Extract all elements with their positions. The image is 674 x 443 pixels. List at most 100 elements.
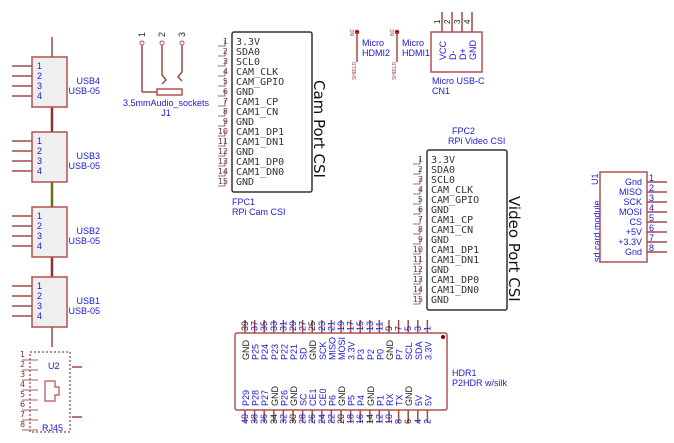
header-pin-number: 21	[326, 321, 336, 331]
fpc1-ref: FPC1	[232, 197, 255, 207]
sdcard-pin-number: 4	[649, 203, 654, 213]
fpc1-pin-label: SCL0	[236, 57, 260, 68]
hdmi-name: Micro	[402, 38, 424, 48]
header-pin-label: SCK	[318, 341, 328, 360]
fpc1-pin-label: CAM1_DP1	[236, 127, 284, 138]
header-pin-label: P7	[395, 349, 405, 360]
header-pin-number: 22	[326, 414, 336, 424]
fpc2-pin-label: CAM1_DP1	[431, 245, 479, 256]
fpc2-pin-number: 5	[418, 195, 423, 204]
sdcard-pin-number: 7	[649, 233, 654, 243]
fpc1-pin-number: 3	[223, 57, 228, 66]
fpc1-pin-number: 12	[218, 147, 228, 156]
fpc2-pin	[413, 238, 421, 245]
fpc1-pin-number: 5	[223, 77, 228, 86]
fpc1-pin	[218, 160, 226, 167]
header-pin-number: 7	[394, 326, 404, 331]
sdcard-pin-number: 5	[649, 213, 654, 223]
hdmi-name: HDMI1	[402, 48, 430, 58]
j1-value: 3.5mmAudio_sockets	[123, 98, 210, 108]
j1-pin-number: 3	[177, 32, 187, 37]
fpc1-pin	[218, 50, 226, 57]
fpc2-pin	[413, 278, 421, 285]
fpc1-pin	[218, 170, 226, 177]
j1-ref: J1	[161, 108, 171, 118]
j1-pin-terminal	[179, 40, 185, 46]
header-pin-number: 27	[298, 321, 308, 331]
usb-connector-body	[31, 206, 68, 258]
fpc1-pin-number: 13	[218, 157, 228, 166]
usb-pin-number: 2	[37, 71, 42, 81]
sdcard-pin-label: MISO	[619, 187, 642, 197]
usb-pin-number: 4	[37, 166, 42, 176]
fpc2-pin	[413, 218, 421, 225]
header-pin-label: GND	[337, 386, 347, 407]
hdmi-shield-label: SHIELD	[392, 62, 398, 80]
fpc2-title: Video Port CSI	[505, 196, 523, 302]
hdmi-name: Micro	[362, 38, 384, 48]
fpc1-pin	[218, 40, 226, 47]
header-pin-label: MOSI	[337, 337, 347, 360]
fpc2-pin	[413, 228, 421, 235]
fpc2-pin-number: 14	[413, 285, 423, 294]
fpc1-pin	[218, 180, 226, 187]
fpc2-pin-label: SDA0	[431, 165, 455, 176]
fpc2-pin	[413, 268, 421, 275]
header-pin-number: 28	[298, 414, 308, 424]
fpc1-pin	[218, 110, 226, 117]
header-pin-label: GND	[404, 386, 414, 407]
u2-value: RJ45	[42, 423, 63, 433]
fpc2-pin-number: 11	[413, 255, 423, 264]
fpc1-pin	[218, 100, 226, 107]
header-pin-label: P24	[260, 344, 270, 360]
header-pin-label: CE1	[308, 388, 318, 406]
header-pin-label: GND	[385, 340, 395, 361]
fpc1-pin-label: SDA0	[236, 47, 260, 58]
header-pin-number: 36	[259, 414, 269, 424]
fpc1-pin	[218, 140, 226, 147]
fpc2-ref: FPC2	[452, 126, 475, 136]
usbc-pin-label: VCC	[438, 40, 448, 60]
header-pin-label: P21	[289, 344, 299, 360]
fpc1-pin-number: 1	[223, 37, 228, 46]
header-pin-number: 38	[250, 414, 260, 424]
usb-connector-body	[31, 131, 68, 183]
usbc-pin-label: D+	[458, 48, 468, 60]
fpc1-pin-label: CAM_CLK	[236, 67, 278, 78]
fpc1-pin-label: GND	[236, 147, 254, 158]
fpc1-body	[231, 31, 313, 193]
header-pin-number: 15	[355, 321, 365, 331]
fpc2-value: RPi Video CSI	[448, 136, 505, 146]
fpc1-pin-number: 6	[223, 87, 228, 96]
header-pin-label: P0	[375, 349, 385, 360]
fpc2-pin	[413, 288, 421, 295]
fpc2-body	[426, 149, 508, 311]
header-pin-number: 8	[394, 419, 404, 424]
sdcard-pin-label: Gnd	[625, 247, 642, 257]
usb-pin-number: 3	[37, 156, 42, 166]
j1-contact	[161, 45, 168, 85]
fpc2-pin-number: 12	[413, 265, 423, 274]
header-pin-number: 12	[374, 414, 384, 424]
usbc-pin-number: 4	[463, 19, 472, 24]
j1-pin-terminal	[139, 40, 145, 46]
fpc2-pin	[413, 158, 421, 165]
fpc1-pin-number: 10	[218, 127, 228, 136]
fpc2-pin-number: 1	[418, 155, 423, 164]
header-pin-label: P4	[356, 395, 366, 406]
header-pin-label: 5V	[414, 395, 424, 406]
header-pin-number: 9	[384, 326, 394, 331]
header-pin-number: 40	[240, 414, 250, 424]
header-pin-label: GND	[241, 340, 251, 361]
fpc2-pin-label: CAM1_DP0	[431, 275, 479, 286]
fpc2-pin-label: CAM1_CN	[431, 225, 473, 236]
header-pin-number: 10	[384, 414, 394, 424]
fpc2-pin	[413, 258, 421, 265]
usb-pin-number: 4	[37, 311, 42, 321]
fpc2-pin-label: GND	[431, 235, 449, 246]
fpc1-value: RPi Cam CSI	[232, 207, 286, 217]
header-pin-label: 3.3V	[347, 341, 357, 360]
usb-ref: USB2	[76, 226, 100, 236]
fpc2-pin	[413, 198, 421, 205]
